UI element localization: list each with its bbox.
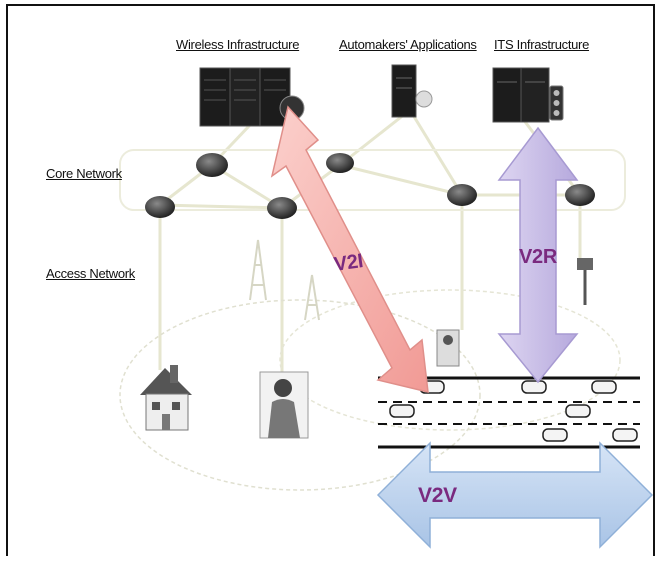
v2v-label: V2V	[418, 484, 457, 507]
v2i-arrow	[270, 105, 429, 393]
router-icon	[267, 197, 297, 219]
car-icon	[612, 428, 638, 442]
automakers-applications-label: Automakers' Applications	[339, 37, 477, 52]
core-network-band	[119, 149, 626, 211]
server-rack-icon	[199, 67, 291, 127]
router-icon	[196, 153, 228, 177]
v2r-label: V2R	[519, 246, 558, 268]
router-icon	[565, 184, 595, 206]
car-icon	[389, 404, 415, 418]
access-network-label: Access Network	[46, 266, 135, 281]
its-infrastructure-label: ITS Infrastructure	[494, 37, 590, 52]
wireless-infrastructure-label: Wireless Infrastructure	[176, 37, 300, 52]
access-coverage-ellipse-2	[279, 289, 621, 431]
person-icon	[259, 371, 309, 439]
house-icon	[140, 365, 192, 431]
diagram-frame	[6, 4, 655, 556]
phone-icon	[415, 90, 433, 108]
traffic-light-icon	[549, 85, 564, 121]
v2v-arrow	[376, 441, 654, 549]
router-icon	[145, 196, 175, 218]
car-icon	[591, 380, 617, 394]
tower-icon	[249, 239, 320, 321]
v2i-label: V2I	[332, 250, 365, 276]
car-icon	[521, 380, 547, 394]
access-coverage-ellipse	[119, 299, 481, 491]
roadside-unit-icon	[436, 329, 460, 367]
router-icon	[326, 153, 354, 173]
camera-pole-icon	[577, 258, 593, 305]
server-rack-icon	[391, 64, 417, 118]
router-icon	[447, 184, 477, 206]
server-rack-icon	[492, 67, 550, 123]
car-icon	[565, 404, 591, 418]
car-icon	[542, 428, 568, 442]
v2r-arrow	[497, 126, 579, 384]
core-network-label: Core Network	[46, 166, 122, 181]
